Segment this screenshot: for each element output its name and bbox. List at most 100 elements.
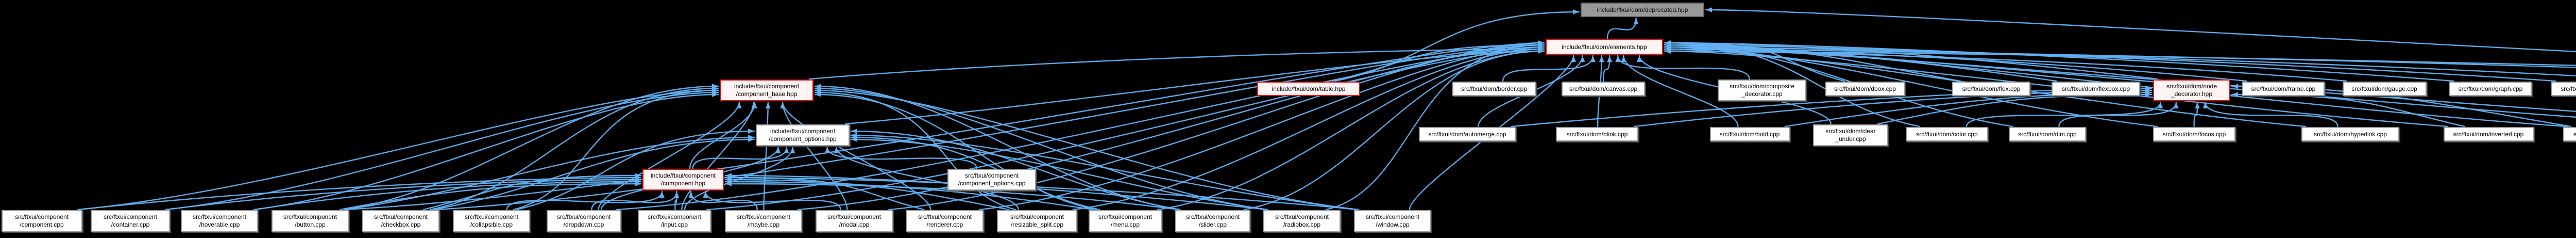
node-blink[interactable]: src/ftxui/dom/blink.cpp <box>1556 127 1638 141</box>
node-label: src/ftxui/dom/hyperlink.cpp <box>2313 130 2387 138</box>
node-composite[interactable]: src/ftxui/dom/composite_decorator.cpp <box>1718 80 1806 101</box>
node-c_container[interactable]: src/ftxui/component/container.cpp <box>91 210 170 232</box>
node-label: src/ftxui/component <box>964 172 1019 179</box>
node-label: /input.cpp <box>660 221 688 228</box>
node-label: src/ftxui/dom/focus.cpp <box>2162 130 2226 138</box>
node-label: /radiobox.cpp <box>1283 221 1321 228</box>
node-c_slider[interactable]: src/ftxui/component/slider.cpp <box>1175 210 1250 232</box>
node-label: include/ftxui/dom/table.hpp <box>1272 85 1346 92</box>
node-label: src/ftxui/dom/frame.cpp <box>2251 85 2316 92</box>
node-italic[interactable]: src/ftxui/dom/italic.cpp <box>2563 127 2576 141</box>
node-label: src/ftxui/component <box>283 213 337 220</box>
node-c_maybe[interactable]: src/ftxui/component/maybe.cpp <box>725 210 802 232</box>
node-hyperlink[interactable]: src/ftxui/dom/hyperlink.cpp <box>2301 127 2399 141</box>
node-graph[interactable]: src/ftxui/dom/graph.cpp <box>2449 82 2532 96</box>
node-label: src/ftxui/dom/italic.cpp <box>2573 130 2576 138</box>
node-c_component[interactable]: src/ftxui/component/component.cpp <box>1 210 82 232</box>
node-c_window[interactable]: src/ftxui/component/window.cpp <box>1354 210 1431 232</box>
node-label: src/ftxui/component <box>736 213 791 220</box>
node-label: src/ftxui/component <box>1275 213 1329 220</box>
node-label: /checkbox.cpp <box>381 221 421 228</box>
node-label: include/ftxui/dom/deprecated.hpp <box>1597 6 1688 13</box>
node-inverted[interactable]: src/ftxui/dom/inverted.cpp <box>2443 127 2534 141</box>
node-c_hoverable[interactable]: src/ftxui/component/hoverable.cpp <box>181 210 258 232</box>
node-label: /component_base.hpp <box>736 90 798 98</box>
node-bold[interactable]: src/ftxui/dom/bold.cpp <box>1709 127 1790 141</box>
node-label: _under.cpp <box>1835 135 1866 142</box>
node-c_collapsible[interactable]: src/ftxui/component/collapsible.cpp <box>453 210 530 232</box>
node-label: src/ftxui/component <box>1098 213 1153 220</box>
node-label: /dropdown.cpp <box>563 221 604 228</box>
node-label: src/ftxui/dom/canvas.cpp <box>1569 85 1638 92</box>
node-label: include/ftxui/component <box>650 172 716 179</box>
node-color[interactable]: src/ftxui/dom/color.cpp <box>1906 127 1988 141</box>
node-gridbox[interactable]: src/ftxui/dom/gridbox.cpp <box>2551 82 2576 96</box>
node-label: /maybe.cpp <box>747 221 780 228</box>
node-automerge[interactable]: src/ftxui/dom/automerge.cpp <box>1419 127 1516 141</box>
node-frame[interactable]: src/ftxui/dom/frame.cpp <box>2242 82 2325 96</box>
node-canvas[interactable]: src/ftxui/dom/canvas.cpp <box>1562 82 1645 96</box>
node-component_options[interactable]: include/ftxui/component/component_option… <box>756 124 850 146</box>
node-dbox[interactable]: src/ftxui/dom/dbox.cpp <box>1825 82 1905 96</box>
node-table[interactable]: include/ftxui/dom/table.hpp <box>1257 82 1360 96</box>
node-clear_under[interactable]: src/ftxui/dom/clear_under.cpp <box>1813 124 1888 146</box>
node-label: src/ftxui/component <box>647 213 702 220</box>
node-c_menu[interactable]: src/ftxui/component/menu.cpp <box>1089 210 1162 232</box>
node-label: src/ftxui/dom/dbox.cpp <box>1834 85 1896 92</box>
node-node_decorator[interactable]: src/ftxui/dom/node_decorator.hpp <box>2153 80 2230 101</box>
node-label: /renderer.cpp <box>926 221 963 228</box>
node-flexbox[interactable]: src/ftxui/dom/flexbox.cpp <box>2052 82 2140 96</box>
node-label: src/ftxui/component <box>556 213 611 220</box>
node-label: /component_options.hpp <box>769 135 837 142</box>
node-label: _decorator.hpp <box>2171 90 2213 98</box>
node-label: _decorator.cpp <box>1741 90 1783 98</box>
node-label: src/ftxui/component <box>192 213 247 220</box>
node-label: src/ftxui/dom/composite <box>1729 83 1795 90</box>
node-elements[interactable]: include/ftxui/dom/elements.hpp <box>1546 39 1663 55</box>
node-label: src/ftxui/dom/color.cpp <box>1916 130 1978 138</box>
node-c_radiobox[interactable]: src/ftxui/component/radiobox.cpp <box>1263 210 1341 232</box>
node-component[interactable]: include/ftxui/component/component.hpp <box>642 169 724 191</box>
node-label: /button.cpp <box>295 221 326 228</box>
node-focus[interactable]: src/ftxui/dom/focus.cpp <box>2153 127 2235 141</box>
node-label: src/ftxui/dom/inverted.cpp <box>2453 130 2524 138</box>
node-label: /slider.cpp <box>1198 221 1227 228</box>
node-label: src/ftxui/component <box>14 213 69 220</box>
node-label: src/ftxui/component <box>464 213 519 220</box>
node-label: src/ftxui/component <box>374 213 428 220</box>
node-c_input[interactable]: src/ftxui/component/input.cpp <box>638 210 711 232</box>
node-label: src/ftxui/component <box>1010 213 1064 220</box>
node-c_resizable[interactable]: src/ftxui/component/resizable_split.cpp <box>997 210 1077 232</box>
node-label: /container.cpp <box>111 221 150 228</box>
node-label: src/ftxui/dom/bold.cpp <box>1719 130 1780 138</box>
node-label: src/ftxui/dom/flexbox.cpp <box>2061 85 2130 92</box>
node-c_dropdown[interactable]: src/ftxui/component/dropdown.cpp <box>547 210 621 232</box>
node-c_button[interactable]: src/ftxui/component/button.cpp <box>272 210 349 232</box>
node-label: /menu.cpp <box>1110 221 1140 228</box>
node-component_base[interactable]: include/ftxui/component/component_base.h… <box>720 80 814 101</box>
node-label: /component_options.cpp <box>958 180 1026 187</box>
node-label: /collapsible.cpp <box>470 221 513 228</box>
node-dep[interactable]: include/ftxui/dom/deprecated.hpp <box>1581 3 1704 17</box>
node-border[interactable]: src/ftxui/dom/border.cpp <box>1452 82 1536 96</box>
node-label: src/ftxui/dom/flex.cpp <box>1962 85 2021 92</box>
node-dim[interactable]: src/ftxui/dom/dim.cpp <box>2009 127 2086 141</box>
node-gauge[interactable]: src/ftxui/dom/gauge.cpp <box>2342 82 2427 96</box>
node-label: /resizable_split.cpp <box>1010 221 1064 228</box>
node-label: src/ftxui/dom/dim.cpp <box>2018 130 2077 138</box>
node-c_checkbox[interactable]: src/ftxui/component/checkbox.cpp <box>362 210 439 232</box>
node-component_options_cpp[interactable]: src/ftxui/component/component_options.cp… <box>947 169 1036 191</box>
node-flex[interactable]: src/ftxui/dom/flex.cpp <box>1952 82 2030 96</box>
node-label: src/ftxui/dom/clear <box>1825 128 1876 135</box>
node-label: src/ftxui/component <box>1185 213 1240 220</box>
node-label: src/ftxui/dom/gauge.cpp <box>2351 85 2417 92</box>
node-c_modal[interactable]: src/ftxui/component/modal.cpp <box>816 210 893 232</box>
node-label: /modal.cpp <box>839 221 870 228</box>
node-label: src/ftxui/dom/border.cpp <box>1461 85 1528 92</box>
node-label: src/ftxui/dom/graph.cpp <box>2458 85 2523 92</box>
node-c_renderer[interactable]: src/ftxui/component/renderer.cpp <box>906 210 984 232</box>
node-label: src/ftxui/dom/gridbox.cpp <box>2561 85 2576 92</box>
node-label: /component.hpp <box>660 180 706 187</box>
